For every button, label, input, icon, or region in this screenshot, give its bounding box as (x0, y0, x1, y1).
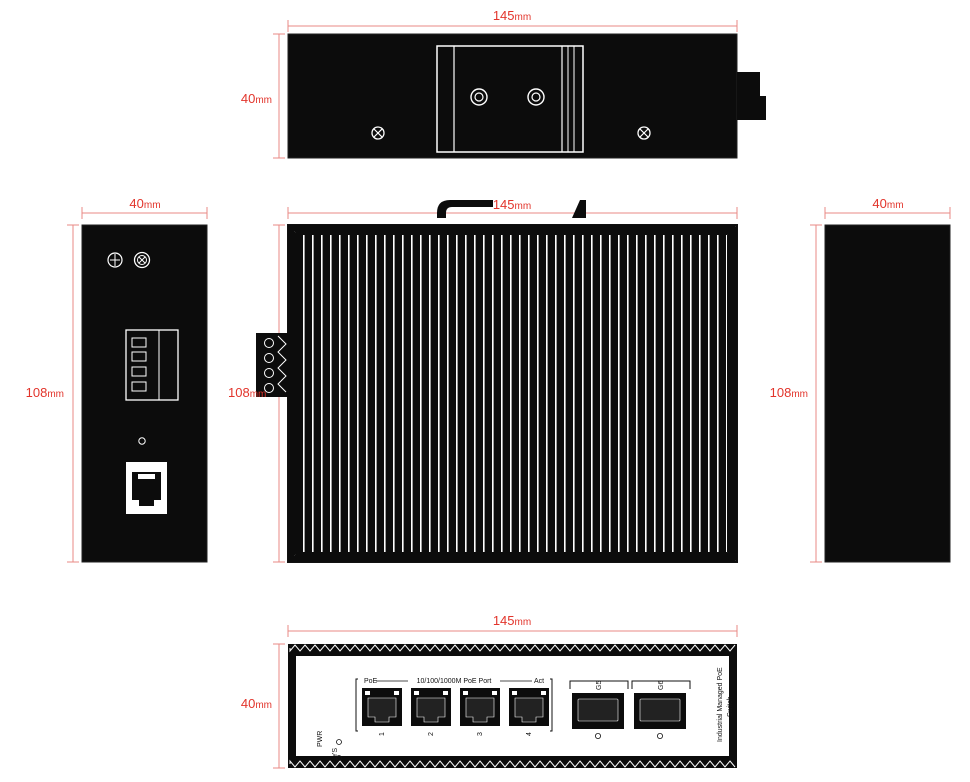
center-terminal-block (256, 333, 288, 397)
sfp-led (595, 733, 602, 740)
left-width-dim: 40mm (129, 196, 160, 211)
sfp-label-g5: G5 (596, 681, 603, 690)
rj45-ports: 1 2 3 4 (362, 688, 549, 736)
center-view: 145mm 108mm (228, 197, 738, 563)
top-height-dim: 40mm (241, 91, 272, 106)
right-body (824, 224, 951, 563)
power-terminal-block (125, 329, 179, 401)
port-led-right (443, 691, 448, 695)
product-name-line2: Switch (727, 696, 734, 717)
port-led-right (394, 691, 399, 695)
front-panel-top-edge (289, 644, 736, 653)
top-terminal-block (737, 72, 766, 120)
center-height-dim: 108mm (228, 385, 266, 400)
center-din-clip (437, 200, 586, 218)
rj45-port-1[interactable]: 1 (362, 688, 402, 736)
bottom-width-dim: 145mm (493, 613, 531, 628)
rj45-port-2[interactable]: 2 (411, 688, 451, 736)
front-panel-bottom-edge (289, 759, 736, 768)
port-led-left (365, 691, 370, 695)
port-number-2: 2 (428, 732, 435, 736)
sfp-led (657, 733, 664, 740)
right-width-dim: 40mm (872, 196, 903, 211)
console-led (138, 437, 146, 445)
port-led-right (541, 691, 546, 695)
led-pwr (336, 739, 342, 745)
led-sys-label: SYS (332, 748, 339, 762)
bottom-height-dim: 40mm (241, 696, 272, 711)
top-view: 145mm 40mm (241, 8, 766, 159)
din-rail-clip (436, 45, 584, 153)
port-led-left (414, 691, 419, 695)
sfp-ports: G5 G6 (569, 680, 691, 740)
bottom-front-view: 145mm 40mm PWR SYS PoE 10/100/1000M PoE … (241, 613, 738, 769)
top-width-dim: 145mm (493, 8, 531, 23)
top-screw-right (637, 126, 651, 140)
poe-label: PoE (364, 678, 378, 685)
left-side-view: 40mm 108mm (26, 196, 208, 563)
port-led-left (463, 691, 468, 695)
port-number-4: 4 (526, 732, 533, 736)
led-sys (336, 755, 342, 761)
rj45-port-4[interactable]: 4 (509, 688, 549, 736)
ground-screw-icon (133, 251, 151, 269)
port-led-left (512, 691, 517, 695)
product-name-line1: Industrial Managed PoE (717, 667, 724, 742)
console-rj45-port (126, 462, 167, 514)
sfp-port-g5[interactable]: G5 (569, 680, 629, 740)
sfp-port-g6[interactable]: G6 (631, 680, 691, 740)
right-height-dim: 108mm (770, 385, 808, 400)
top-screw-left (371, 126, 385, 140)
left-height-dim: 108mm (26, 385, 64, 400)
ports-group-label: 10/100/1000M PoE Port (417, 678, 492, 685)
act-label: Act (534, 678, 544, 685)
rj45-port-3[interactable]: 3 (460, 688, 500, 736)
center-width-dim: 145mm (493, 197, 531, 212)
port-number-1: 1 (379, 732, 386, 736)
sfp-label-g6: G6 (658, 681, 665, 690)
port-number-3: 3 (477, 732, 484, 736)
right-side-view: 40mm 108mm (770, 196, 951, 563)
ground-symbol-icon (107, 252, 123, 268)
status-leds: PWR SYS (317, 731, 342, 762)
port-led-right (492, 691, 497, 695)
heatsink-body (287, 224, 738, 563)
port-group-bracket (355, 678, 553, 732)
led-pwr-label: PWR (317, 731, 324, 747)
